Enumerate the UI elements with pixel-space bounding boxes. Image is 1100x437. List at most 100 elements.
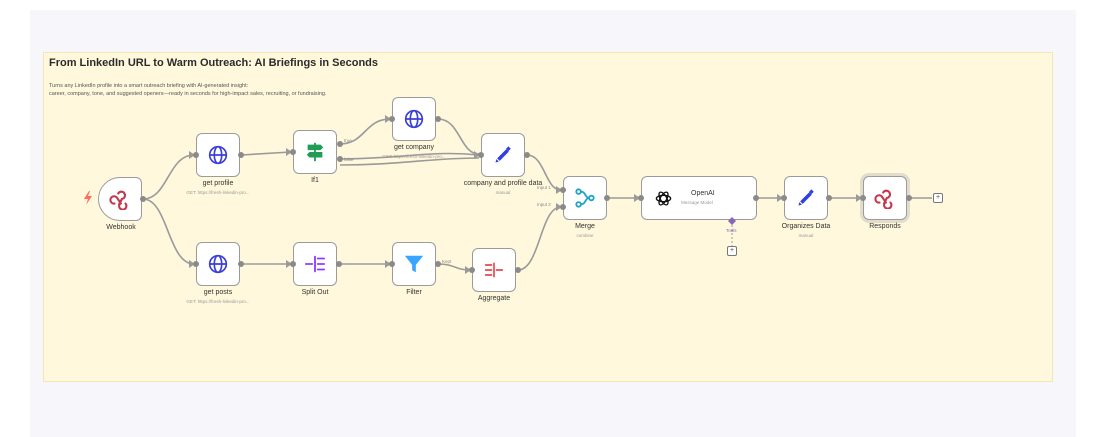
responds-output-handle[interactable] xyxy=(906,195,912,201)
merge-input1-label: Input 1 xyxy=(537,185,551,190)
get-profile-output-handle[interactable] xyxy=(238,152,244,158)
node-company-profile-label: company and profile data xyxy=(463,180,543,187)
arrow-splitout xyxy=(286,260,292,268)
node-split-out[interactable] xyxy=(293,242,337,286)
get-posts-input-handle[interactable] xyxy=(193,261,199,267)
trigger-bolt-icon xyxy=(84,191,92,205)
node-split-out-label: Split Out xyxy=(301,289,329,296)
organizes-data-output-handle[interactable] xyxy=(826,195,832,201)
filter-output-handle[interactable] xyxy=(435,261,441,267)
node-company-profile-data[interactable] xyxy=(481,133,525,177)
aggregate-output-handle[interactable] xyxy=(515,267,521,273)
merge-input2-label: Input 2 xyxy=(537,202,551,207)
arrow-merge-2 xyxy=(556,203,562,211)
openai-output-handle[interactable] xyxy=(753,195,759,201)
filter-input-handle[interactable] xyxy=(389,261,395,267)
arrow-aggregate xyxy=(465,266,471,274)
webhook-output-handle[interactable] xyxy=(140,196,146,202)
arrow-getposts xyxy=(189,260,195,268)
node-openai-subtitle: Message Model xyxy=(681,200,713,205)
node-get-profile-subtitle: GET: https://fresh-linkedin-pro... xyxy=(186,190,250,195)
merge-input2-handle[interactable] xyxy=(560,204,566,210)
node-merge-subtitle: combine xyxy=(576,233,594,238)
arrow-merge-1 xyxy=(556,186,562,194)
node-responds-label: Responds xyxy=(869,223,901,230)
wire-if1-getcompany xyxy=(339,118,391,145)
node-company-profile-subtitle: manual xyxy=(495,190,511,195)
webhook-icon xyxy=(874,189,893,209)
arrow-getprofile xyxy=(189,151,195,159)
node-organizes-data-label: Organizes Data xyxy=(781,223,831,230)
node-get-company-subtitle: GET: https://fresh-linkedin-pro... xyxy=(382,154,446,159)
get-company-output-handle[interactable] xyxy=(435,116,441,122)
node-webhook[interactable] xyxy=(98,177,142,221)
signpost-icon xyxy=(306,142,324,162)
aggregate-icon xyxy=(484,262,504,278)
get-company-input-handle[interactable] xyxy=(389,116,395,122)
get-posts-output-handle[interactable] xyxy=(238,261,244,267)
merge-input1-handle[interactable] xyxy=(560,187,566,193)
pen-icon xyxy=(495,146,511,163)
node-if1-label: If1 xyxy=(311,177,319,184)
aggregate-input-handle[interactable] xyxy=(469,267,475,273)
add-node-button[interactable]: + xyxy=(933,193,943,203)
arrow-getcompany xyxy=(385,115,391,123)
arrow-if1 xyxy=(286,148,292,156)
split-out-icon xyxy=(304,255,326,273)
node-get-posts[interactable] xyxy=(196,242,240,286)
globe-icon xyxy=(208,145,228,165)
if1-false-port-label: false xyxy=(344,157,354,162)
organizes-data-input-handle[interactable] xyxy=(781,195,787,201)
node-if1[interactable] xyxy=(293,130,337,174)
split-out-output-handle[interactable] xyxy=(336,261,342,267)
openai-input-handle[interactable] xyxy=(638,195,644,201)
node-aggregate[interactable] xyxy=(472,248,516,292)
node-webhook-label: Webhook xyxy=(106,224,136,231)
if1-input-handle[interactable] xyxy=(290,149,296,155)
node-get-posts-label: get posts xyxy=(203,289,233,296)
company-profile-input-handle[interactable] xyxy=(478,152,484,158)
wire-if1-companyprofile-false xyxy=(339,152,480,160)
wire-getprofile-if1 xyxy=(240,151,292,156)
node-get-company-label: get company xyxy=(393,144,435,151)
node-organizes-data-subtitle: manual xyxy=(798,233,814,238)
wire-getcompany-companyprofile xyxy=(437,118,480,155)
openai-tools-label: Tools xyxy=(726,228,737,233)
node-merge[interactable] xyxy=(563,176,607,220)
node-filter-label: Filter xyxy=(406,289,422,296)
wire-webhook-getposts xyxy=(142,198,195,265)
node-filter[interactable] xyxy=(392,242,436,286)
webhook-icon xyxy=(109,190,128,210)
node-get-company[interactable] xyxy=(392,97,436,141)
node-organizes-data[interactable] xyxy=(784,176,828,220)
pen-icon xyxy=(798,189,814,206)
merge-icon xyxy=(575,188,595,208)
arrow-responds xyxy=(856,194,862,202)
openai-icon xyxy=(655,191,672,206)
arrow-openai xyxy=(634,194,640,202)
wire-webhook-getprofile xyxy=(142,154,195,200)
wire-getprofile-companyprofile xyxy=(339,157,480,166)
sticky-desc-line-1: Turns any LinkedIn profile into a smart … xyxy=(49,83,249,89)
if1-true-handle[interactable] xyxy=(337,141,343,147)
get-profile-input-handle[interactable] xyxy=(193,152,199,158)
merge-output-handle[interactable] xyxy=(604,195,610,201)
node-responds[interactable] xyxy=(863,176,907,220)
sticky-note-title: From LinkedIn URL to Warm Outreach: AI B… xyxy=(49,57,379,69)
sticky-note-description: Turns any LinkedIn profile into a smart … xyxy=(49,82,327,98)
responds-input-handle[interactable] xyxy=(860,195,866,201)
node-get-profile[interactable] xyxy=(196,133,240,177)
company-profile-output-handle[interactable] xyxy=(524,152,530,158)
sticky-desc-line-2: career, company, tone, and suggested ope… xyxy=(49,91,327,97)
arrow-organizes xyxy=(777,194,783,202)
filter-funnel-icon xyxy=(404,255,424,273)
if1-false-handle[interactable] xyxy=(337,156,343,162)
node-get-posts-subtitle: GET: https://fresh-linkedin-pro... xyxy=(186,299,250,304)
arrow-companyprofile xyxy=(474,151,480,159)
openai-tools-diamond[interactable] xyxy=(728,217,736,225)
add-tool-button[interactable]: + xyxy=(727,246,737,256)
arrow-filter xyxy=(385,260,391,268)
node-merge-label: Merge xyxy=(575,223,595,230)
split-out-input-handle[interactable] xyxy=(290,261,296,267)
